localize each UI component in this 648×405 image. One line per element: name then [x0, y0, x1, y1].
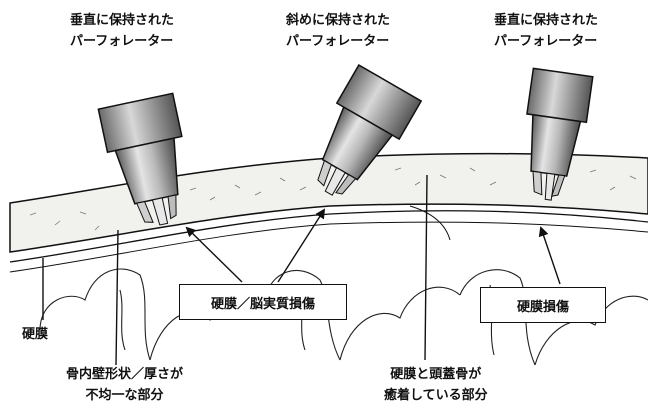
- bone-wall-label: 骨内壁形状／厚さが 不均一な部分: [66, 364, 183, 405]
- perforator-left-label-line1: 垂直に保持された: [70, 10, 174, 31]
- perforator-center-label: 斜めに保持された パーフォレーター: [286, 10, 390, 52]
- leader-bone-wall: [116, 230, 118, 365]
- perforator-right-label: 垂直に保持された パーフォレーター: [494, 10, 598, 52]
- dura-label: 硬膜: [22, 324, 48, 345]
- perforator-left-label-line2: パーフォレーター: [70, 31, 174, 52]
- perforator-right-label-line1: 垂直に保持された: [494, 10, 598, 31]
- perforator-center-label-line2: パーフォレーター: [286, 31, 390, 52]
- bone-wall-label-line2: 不均一な部分: [66, 385, 183, 405]
- callout-dura-brain-injury: 硬膜／脳実質損傷: [179, 284, 347, 320]
- arrow-dura-right: [541, 228, 560, 284]
- adhesion-label-line2: 癒着している部分: [384, 385, 488, 405]
- callout-dura-injury: 硬膜損傷: [480, 287, 606, 323]
- arrow-dura-brain-left: [187, 228, 242, 282]
- perforator-left-label: 垂直に保持された パーフォレーター: [70, 10, 174, 52]
- perforator-center-label-line1: 斜めに保持された: [286, 10, 390, 31]
- perforator-right-label-line2: パーフォレーター: [494, 31, 598, 52]
- adhesion-label: 硬膜と頭蓋骨が 癒着している部分: [384, 364, 488, 405]
- adhesion-label-line1: 硬膜と頭蓋骨が: [384, 364, 488, 385]
- bone-wall-label-line1: 骨内壁形状／厚さが: [66, 364, 183, 385]
